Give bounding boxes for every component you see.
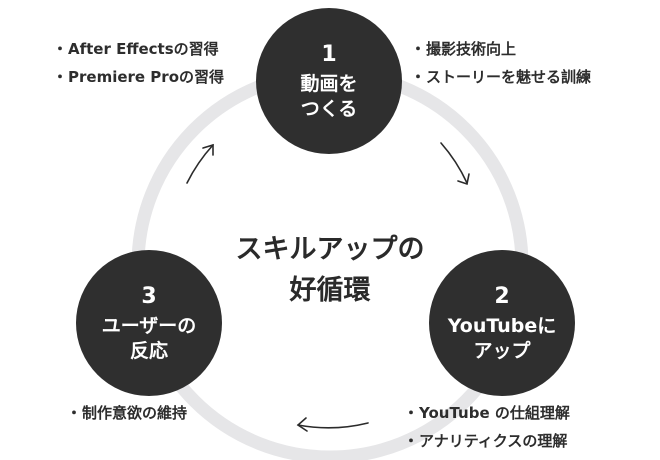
step-node-2: 2 YouTubeに アップ: [429, 250, 575, 396]
bullet-text: Premiere Proの習得: [68, 68, 224, 86]
step-number: 3: [141, 283, 157, 309]
step-node-3: 3 ユーザーの 反応: [76, 250, 222, 396]
bullet-text: アナリティクスの理解: [419, 432, 568, 450]
bullet-mark: ・: [410, 40, 426, 58]
step-number: 2: [494, 283, 510, 309]
bullet-text: 制作意欲の維持: [82, 404, 188, 422]
step-number: 1: [321, 41, 337, 67]
bullet-item: ・Premiere Proの習得: [52, 63, 224, 91]
bullets-top-right: ・撮影技術向上 ・ストーリーを魅せる訓練: [410, 35, 591, 91]
bullet-mark: ・: [66, 404, 82, 422]
bullet-mark: ・: [403, 432, 419, 450]
arrow-1-to-2-icon: [440, 142, 470, 186]
center-title: スキルアップの 好循環: [190, 230, 470, 311]
step-label-line2: つくる: [300, 98, 358, 121]
center-title-line1: スキルアップの: [235, 234, 425, 265]
bullet-text: ストーリーを魅せる訓練: [426, 68, 592, 86]
step-label-line2: アップ: [473, 340, 531, 363]
bullet-item: ・After Effectsの習得: [52, 35, 224, 63]
arrow-3-to-1-icon: [186, 143, 214, 184]
bullets-bottom-right: ・YouTube の仕組理解 ・アナリティクスの理解: [403, 399, 570, 455]
bullet-item: ・ストーリーを魅せる訓練: [410, 63, 591, 91]
arrow-2-to-3-icon: [296, 417, 369, 432]
bullet-mark: ・: [52, 68, 68, 86]
bullet-mark: ・: [52, 40, 68, 58]
step-label-line1: 動画を: [300, 72, 358, 95]
bullet-text: YouTube の仕組理解: [419, 404, 570, 422]
bullet-mark: ・: [403, 404, 419, 422]
bullet-item: ・アナリティクスの理解: [403, 427, 570, 455]
bullets-top-left: ・After Effectsの習得 ・Premiere Proの習得: [52, 35, 224, 91]
step-label-line2: 反応: [129, 340, 168, 363]
bullet-item: ・YouTube の仕組理解: [403, 399, 570, 427]
bullet-mark: ・: [410, 68, 426, 86]
center-title-line2: 好循環: [289, 274, 371, 306]
bullet-text: After Effectsの習得: [68, 40, 219, 58]
step-label-line1: ユーザーの: [101, 314, 197, 337]
bullet-text: 撮影技術向上: [426, 40, 517, 58]
step-node-1: 1 動画を つくる: [256, 8, 402, 154]
bullet-item: ・撮影技術向上: [410, 35, 591, 63]
step-label-line1: YouTubeに: [447, 314, 557, 337]
bullets-bottom-left: ・制作意欲の維持: [66, 399, 187, 427]
bullet-item: ・制作意欲の維持: [66, 399, 187, 427]
